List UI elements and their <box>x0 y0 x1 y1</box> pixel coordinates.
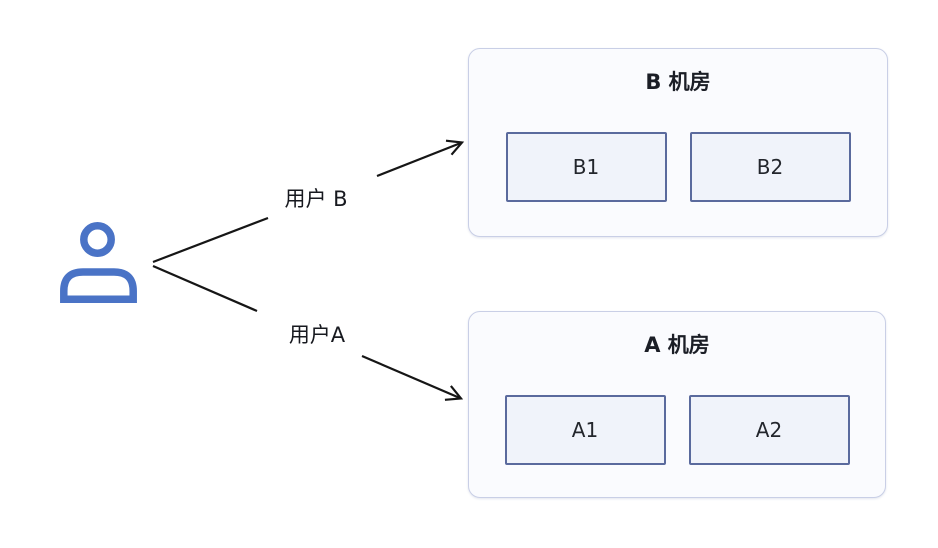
server-node-a1: A1 <box>504 395 666 465</box>
room-a-container: A 机房 A1 A2 <box>468 311 886 498</box>
server-node-a2: A2 <box>688 395 850 465</box>
room-b-title: B 机房 <box>645 70 711 94</box>
server-node-b1: B1 <box>505 132 667 202</box>
room-b-server-row: B1 B2 <box>469 132 887 202</box>
arrow-user-to-room-a-head-segment <box>361 354 464 401</box>
edge-label-user-a: 用户A <box>282 317 352 351</box>
user-person-icon <box>60 222 137 304</box>
server-node-b2: B2 <box>689 132 851 202</box>
arrow-user-to-room-b-segment <box>152 216 269 264</box>
edge-label-user-b: 用户 B <box>278 181 354 215</box>
person-body <box>60 268 137 304</box>
arrow-user-to-room-a-segment <box>152 264 258 313</box>
room-b-container: B 机房 B1 B2 <box>468 48 888 237</box>
arrow-user-to-room-b-head-segment <box>376 139 465 178</box>
person-head <box>80 222 115 257</box>
room-a-title: A 机房 <box>644 333 710 357</box>
arrow-user-to-room-b <box>152 139 465 264</box>
arrow-user-to-room-a <box>152 264 464 401</box>
room-a-server-row: A1 A2 <box>469 395 885 465</box>
